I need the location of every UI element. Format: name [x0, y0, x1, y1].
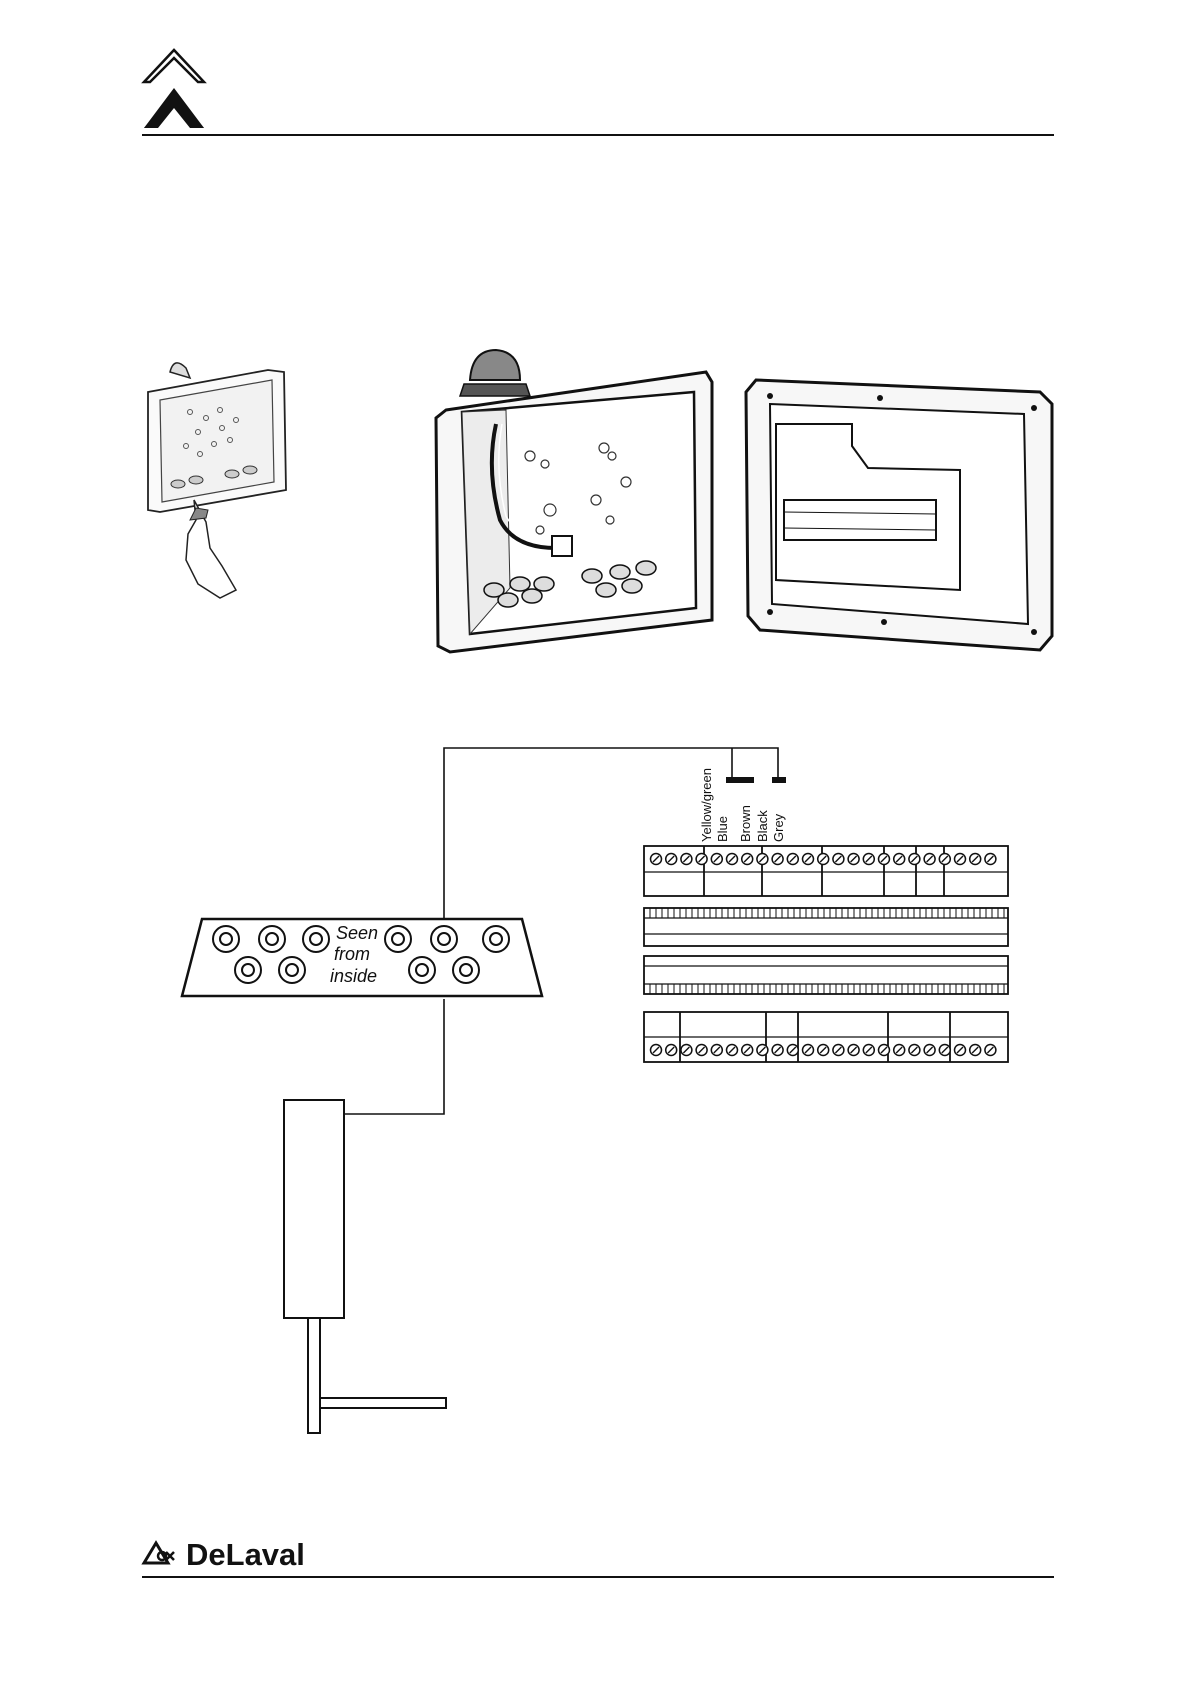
footer-rule	[142, 1576, 1054, 1578]
wire-label-grey: Grey	[771, 813, 786, 842]
wire-label-blue: Blue	[715, 816, 730, 842]
hand-opening-box-illustration	[148, 363, 286, 598]
brand-name: DeLaval	[186, 1537, 305, 1572]
box-lid-with-terminal-block-illustration	[746, 380, 1052, 650]
gland-plate-label-from: from	[334, 944, 370, 964]
sensor-device	[284, 1100, 446, 1433]
din-rail-lower	[644, 956, 1008, 994]
gland-plate-label-seen: Seen	[336, 923, 378, 943]
wire-label-brown: Brown	[738, 805, 753, 842]
wire-label-yellow-green: Yellow/green	[699, 768, 714, 842]
delaval-logo-icon	[144, 1543, 174, 1563]
wire-label-black: Black	[755, 810, 770, 842]
gland-plate: Seen from inside	[182, 919, 542, 996]
din-rail-upper	[644, 908, 1008, 946]
gland-plate-label-inside: inside	[330, 966, 377, 986]
open-control-box-illustration	[436, 350, 712, 652]
